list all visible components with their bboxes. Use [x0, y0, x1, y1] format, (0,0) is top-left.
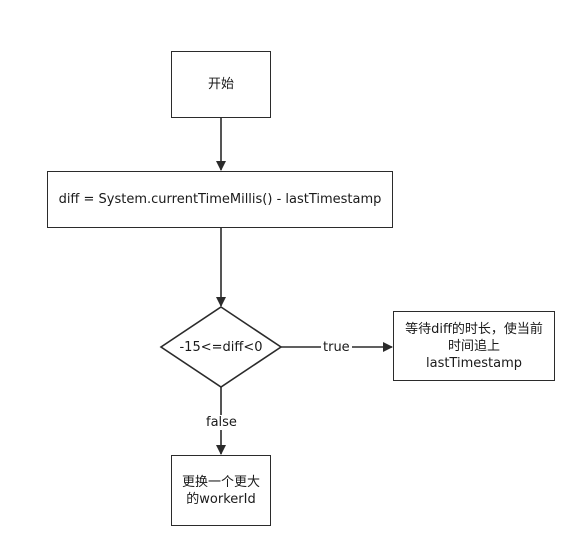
decision-label: -15<=diff<0: [179, 340, 263, 355]
switch-label-line1: 更换一个更大: [181, 474, 260, 490]
wait-label-line1: 等待diff的时长，使当前: [405, 321, 543, 337]
switch-label-line2: 的workerId: [186, 491, 256, 507]
false-edge-label: false: [204, 415, 239, 430]
wait-node: 等待diff的时长，使当前 时间追上 lastTimestamp: [393, 311, 555, 381]
compute-diff-node: diff = System.currentTimeMillis() - last…: [47, 171, 393, 228]
start-label: 开始: [207, 77, 234, 92]
decision-diamond: [159, 306, 283, 388]
start-node: 开始: [171, 51, 271, 118]
compute-diff-label: diff = System.currentTimeMillis() - last…: [58, 192, 382, 207]
switch-worker-node: 更换一个更大 的workerId: [171, 455, 271, 526]
wait-label-line3: lastTimestamp: [425, 355, 522, 371]
true-edge-label: true: [321, 340, 352, 355]
wait-label-line2: 时间追上: [447, 338, 500, 354]
